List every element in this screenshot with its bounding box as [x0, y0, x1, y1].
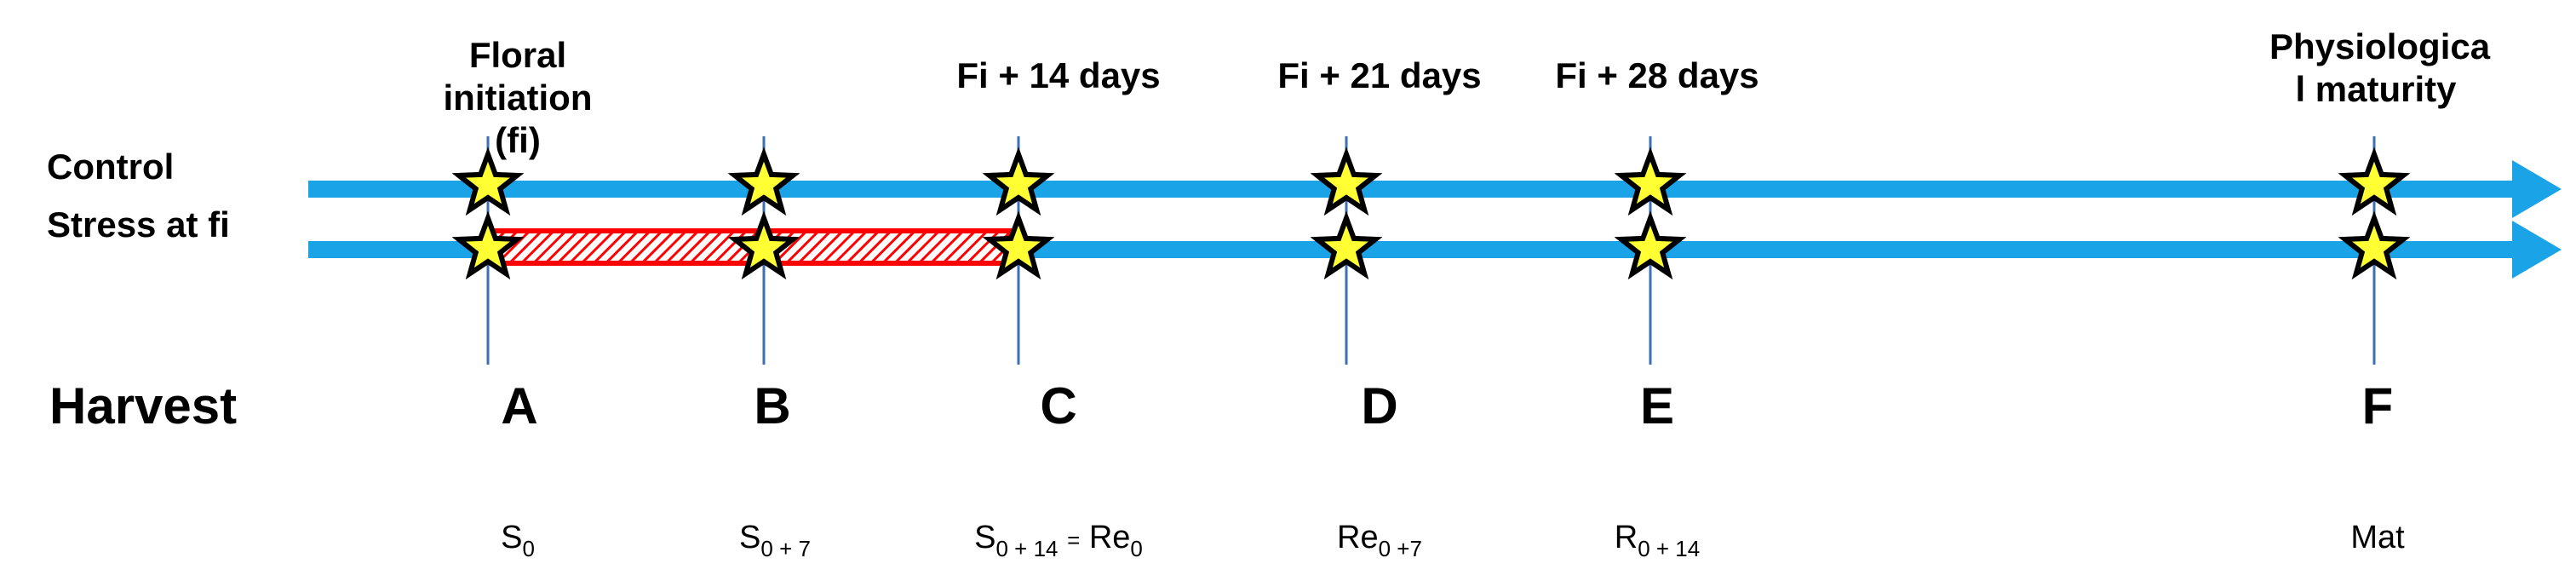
harvest-letter-a: A: [501, 377, 538, 434]
stage-label-maturity: Physiologica l maturity: [2269, 26, 2491, 109]
code-c: S0 + 14 = Re0: [974, 520, 1143, 561]
code-e: R0 + 14: [1614, 520, 1701, 561]
harvest-letter-d: D: [1361, 377, 1398, 434]
control-star-d: [1310, 147, 1383, 216]
code-a: S0: [501, 520, 535, 561]
stress-star-c: [982, 210, 1055, 280]
stage-label-fi-28: Fi + 28 days: [1555, 55, 1759, 95]
stress-row-label: Stress at fi: [47, 204, 230, 244]
stress-star-f: [2338, 210, 2411, 280]
stress-star-e: [1614, 210, 1687, 280]
control-star-f: [2338, 147, 2411, 216]
control-star-b: [727, 147, 800, 216]
control-star-e: [1614, 147, 1687, 216]
harvest-letter-b: B: [754, 377, 791, 434]
stage-label-floral-initiation: Floral initiation (fi): [443, 35, 593, 160]
stage-label-fi-21: Fi + 21 days: [1277, 55, 1482, 95]
code-b: S0 + 7: [739, 520, 811, 561]
control-timeline-arrow: [308, 160, 2562, 218]
code-d: Re0 +7: [1337, 520, 1422, 561]
stress-star-b: [727, 210, 800, 280]
stress-star-d: [1310, 210, 1383, 280]
control-star-a: [451, 147, 525, 216]
harvest-letter-e: E: [1639, 377, 1675, 434]
code-f: Mat: [2350, 520, 2405, 555]
control-star-c: [982, 147, 1055, 216]
stage-label-fi-14: Fi + 14 days: [956, 55, 1161, 95]
stress-star-a: [451, 210, 525, 280]
harvest-letter-f: F: [2361, 377, 2394, 434]
harvest-letter-c: C: [1040, 377, 1077, 434]
harvest-title: Harvest: [49, 377, 238, 434]
control-row-label: Control: [47, 147, 175, 187]
harvest-stars: [451, 147, 2411, 280]
